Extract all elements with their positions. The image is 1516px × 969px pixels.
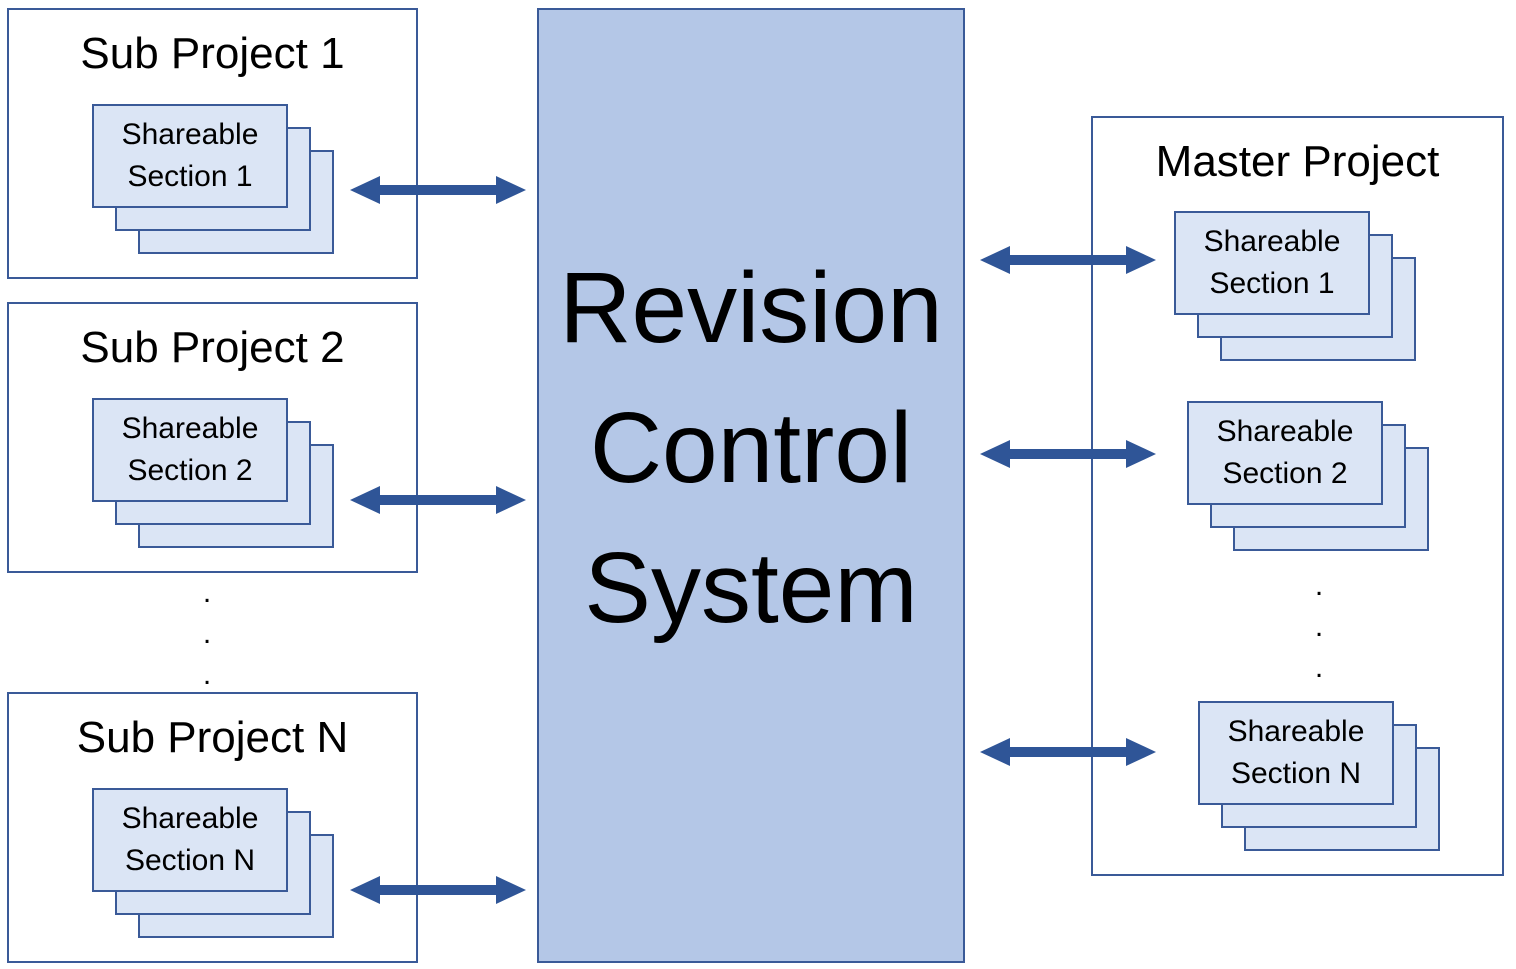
master-section-1-sync-arrow: [980, 244, 1156, 276]
master-section-2-sync-arrow: [980, 438, 1156, 470]
sub-projects-ellipsis: . . .: [202, 576, 212, 691]
section-sheet-front: Shareable Section N: [92, 788, 288, 892]
section-label: Shareable Section 2: [121, 412, 259, 487]
section-label: Shareable Section 1: [1203, 225, 1341, 300]
sub-project-2-box: Sub Project 2 Shareable Section 2: [7, 302, 418, 573]
section-sheet-front: Shareable Section N: [1198, 701, 1394, 805]
section-label: Shareable Section 2: [1216, 415, 1354, 490]
sub-project-1-title: Sub Project 1: [80, 29, 345, 78]
sub-project-2-sync-arrow: [350, 484, 526, 516]
revision-control-system-box: Revision Control System: [537, 8, 965, 963]
section-sheet-front: Shareable Section 1: [92, 104, 288, 208]
revision-control-system-label: Revision Control System: [559, 251, 943, 644]
master-sections-ellipsis: . . .: [1314, 569, 1324, 684]
sub-project-n-box: Sub Project N Shareable Section N: [7, 692, 418, 963]
sub-project-n-section-stack: Shareable Section N: [92, 788, 334, 938]
section-sheet-front: Shareable Section 2: [92, 398, 288, 502]
section-label: Shareable Section N: [121, 802, 259, 877]
master-project-title: Master Project: [1155, 137, 1440, 186]
master-section-n-stack: Shareable Section N: [1198, 701, 1440, 851]
sub-project-n-sync-arrow: [350, 874, 526, 906]
sub-project-n-title: Sub Project N: [76, 713, 349, 762]
section-label: Shareable Section N: [1227, 715, 1365, 790]
section-sheet-front: Shareable Section 1: [1174, 211, 1370, 315]
master-section-n-sync-arrow: [980, 736, 1156, 768]
section-sheet-front: Shareable Section 2: [1187, 401, 1383, 505]
sub-project-2-title: Sub Project 2: [80, 323, 345, 372]
master-section-1-stack: Shareable Section 1: [1174, 211, 1416, 361]
sub-project-1-section-stack: Shareable Section 1: [92, 104, 334, 254]
master-project-box: Master Project Shareable Section 1 Share…: [1091, 116, 1504, 876]
section-label: Shareable Section 1: [121, 118, 259, 193]
sub-project-2-section-stack: Shareable Section 2: [92, 398, 334, 548]
sub-project-1-sync-arrow: [350, 174, 526, 206]
sub-project-1-box: Sub Project 1 Shareable Section 1: [7, 8, 418, 279]
master-section-2-stack: Shareable Section 2: [1187, 401, 1429, 551]
